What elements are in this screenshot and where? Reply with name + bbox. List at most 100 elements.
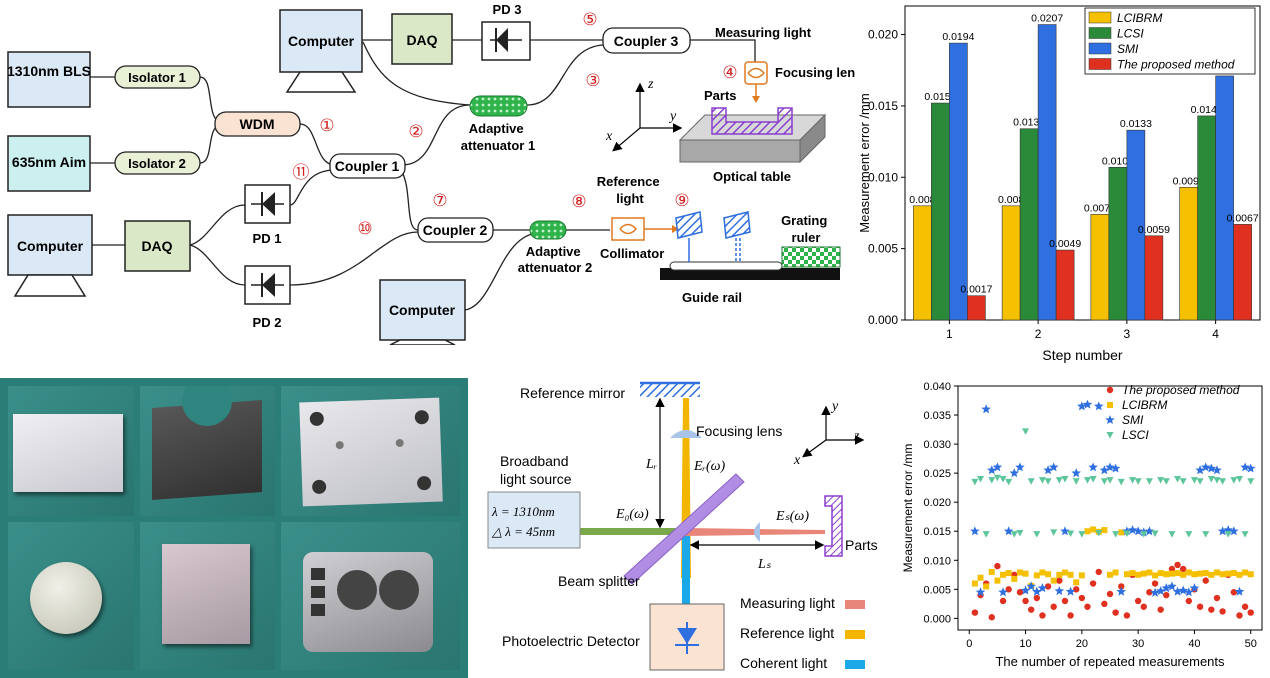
point-the-proposed-method [1106, 590, 1114, 598]
point-lcibrm [1152, 572, 1159, 579]
point-smi [1172, 586, 1183, 596]
detector-label: Photoelectric Detector [502, 633, 640, 649]
bar-y-axis-label: Measurement error /mm [857, 93, 872, 232]
point-lsci [1151, 530, 1159, 538]
scatter-x-tick-label: 10 [1019, 638, 1031, 650]
point-smi [1206, 463, 1217, 473]
point-lcibrm [1078, 572, 1085, 579]
point-lsci [1235, 475, 1243, 483]
bar-lcibrm-1 [913, 205, 932, 321]
point-smi [1184, 587, 1194, 597]
point-smi [1178, 585, 1188, 595]
isolator2-label: Isolator 2 [128, 156, 186, 171]
marker-5: ⑤ [582, 10, 597, 29]
photo-flat-plate [8, 386, 134, 516]
point-lcibrm [1107, 571, 1113, 578]
point-the-proposed-method [994, 562, 1001, 570]
wdm-label: WDM [240, 116, 275, 132]
point-lcibrm [1208, 571, 1215, 578]
point-smi [970, 526, 980, 536]
bar-lcibrm-3 [1090, 214, 1110, 321]
bar-value-label: 0.0107 [1102, 155, 1134, 167]
point-the-proposed-method [1067, 612, 1074, 619]
bar-lcibrm-4 [1179, 186, 1198, 321]
point-lsci [1123, 530, 1131, 538]
coupler2: Coupler 2 [417, 217, 494, 243]
point-lsci [1134, 478, 1142, 485]
e0-label: E₀(ω) [615, 507, 649, 522]
point-lsci [1010, 531, 1018, 538]
ls-label: Lₛ [757, 557, 772, 572]
daq-top: DAQ [391, 13, 453, 65]
coupler1-label: Coupler 1 [335, 158, 400, 174]
point-lcibrm [1050, 577, 1057, 584]
point-the-proposed-method [1213, 594, 1221, 602]
point-smi [1195, 465, 1205, 475]
er-label: Eᵣ(ω) [693, 459, 726, 474]
collimator: Collimator [600, 217, 679, 261]
aim-label: 635nm Aim [12, 154, 86, 170]
point-the-proposed-method [1219, 608, 1226, 615]
isolator1: Isolator 1 [114, 65, 201, 89]
point-smi [1245, 463, 1256, 473]
scatter-legend-label: SMI [1122, 413, 1144, 427]
bar-legend-swatch [1088, 58, 1112, 70]
point-the-proposed-method [1016, 589, 1024, 596]
marker-7: ⑦ [432, 191, 447, 210]
scatter-x-tick-label: 30 [1132, 638, 1144, 650]
bar-lcsi-4 [1197, 115, 1216, 321]
point-lsci [1044, 478, 1052, 485]
bar-value-label: 0.0134 [1013, 117, 1045, 129]
point-lcibrm [1090, 526, 1097, 533]
point-lcibrm [1202, 570, 1209, 577]
scatter-y-tick-label: 0.015 [923, 526, 951, 538]
marker-8: ⑧ [571, 192, 586, 211]
daq-left: DAQ [124, 220, 191, 272]
point-lsci [1219, 478, 1227, 485]
point-the-proposed-method [1118, 583, 1125, 590]
focusing-lens-top-label: Focusing lens [775, 65, 855, 80]
marker-9: ⑨ [674, 191, 689, 210]
pd2: PD 2 [244, 265, 291, 330]
bar-lcsi-1 [931, 102, 950, 321]
grating-ruler-label: Grating ruler [781, 213, 831, 245]
point-smi [1003, 526, 1014, 536]
point-smi [1065, 586, 1076, 596]
marker-11: ⑪ [293, 163, 310, 182]
point-smi [1223, 525, 1233, 535]
point-lcibrm [1033, 572, 1040, 579]
axes-top [612, 82, 683, 152]
point-lcibrm [1168, 570, 1175, 577]
axis-z-top: z [647, 77, 654, 92]
point-lsci [971, 478, 979, 486]
point-lcibrm [1180, 571, 1187, 578]
point-lsci [1247, 478, 1255, 485]
point-lsci [1213, 477, 1221, 484]
point-lcibrm [1185, 569, 1192, 576]
point-lcibrm [1230, 570, 1237, 577]
point-smi [1161, 583, 1172, 593]
computer-left-label: Computer [17, 238, 84, 254]
point-lsci [1202, 531, 1210, 538]
point-smi [1127, 525, 1138, 535]
point-lcibrm [971, 580, 978, 587]
computer-left: Computer [7, 214, 93, 297]
computer-bottom: Computer [379, 279, 466, 345]
photo-round-disc [8, 522, 134, 670]
point-lsci [1129, 477, 1137, 484]
coupler3-label: Coupler 3 [614, 33, 679, 49]
point-lsci [1140, 531, 1148, 538]
collimator-label: Collimator [600, 246, 664, 261]
pd2-label: PD 2 [253, 315, 282, 330]
point-lcibrm [1135, 571, 1142, 578]
bar-lcibrm-2 [1001, 205, 1021, 321]
optical-table-label: Optical table [713, 169, 791, 184]
bar-legend-label: The proposed method [1117, 58, 1235, 72]
scatter-y-tick-label: 0.020 [923, 497, 951, 509]
guide-rail: Guide rail [660, 261, 840, 305]
grating-ruler: Grating ruler [781, 213, 841, 268]
point-smi [1116, 586, 1127, 596]
focusing-lens-bottom: Focusing lens [670, 423, 782, 439]
point-lsci [982, 531, 990, 538]
